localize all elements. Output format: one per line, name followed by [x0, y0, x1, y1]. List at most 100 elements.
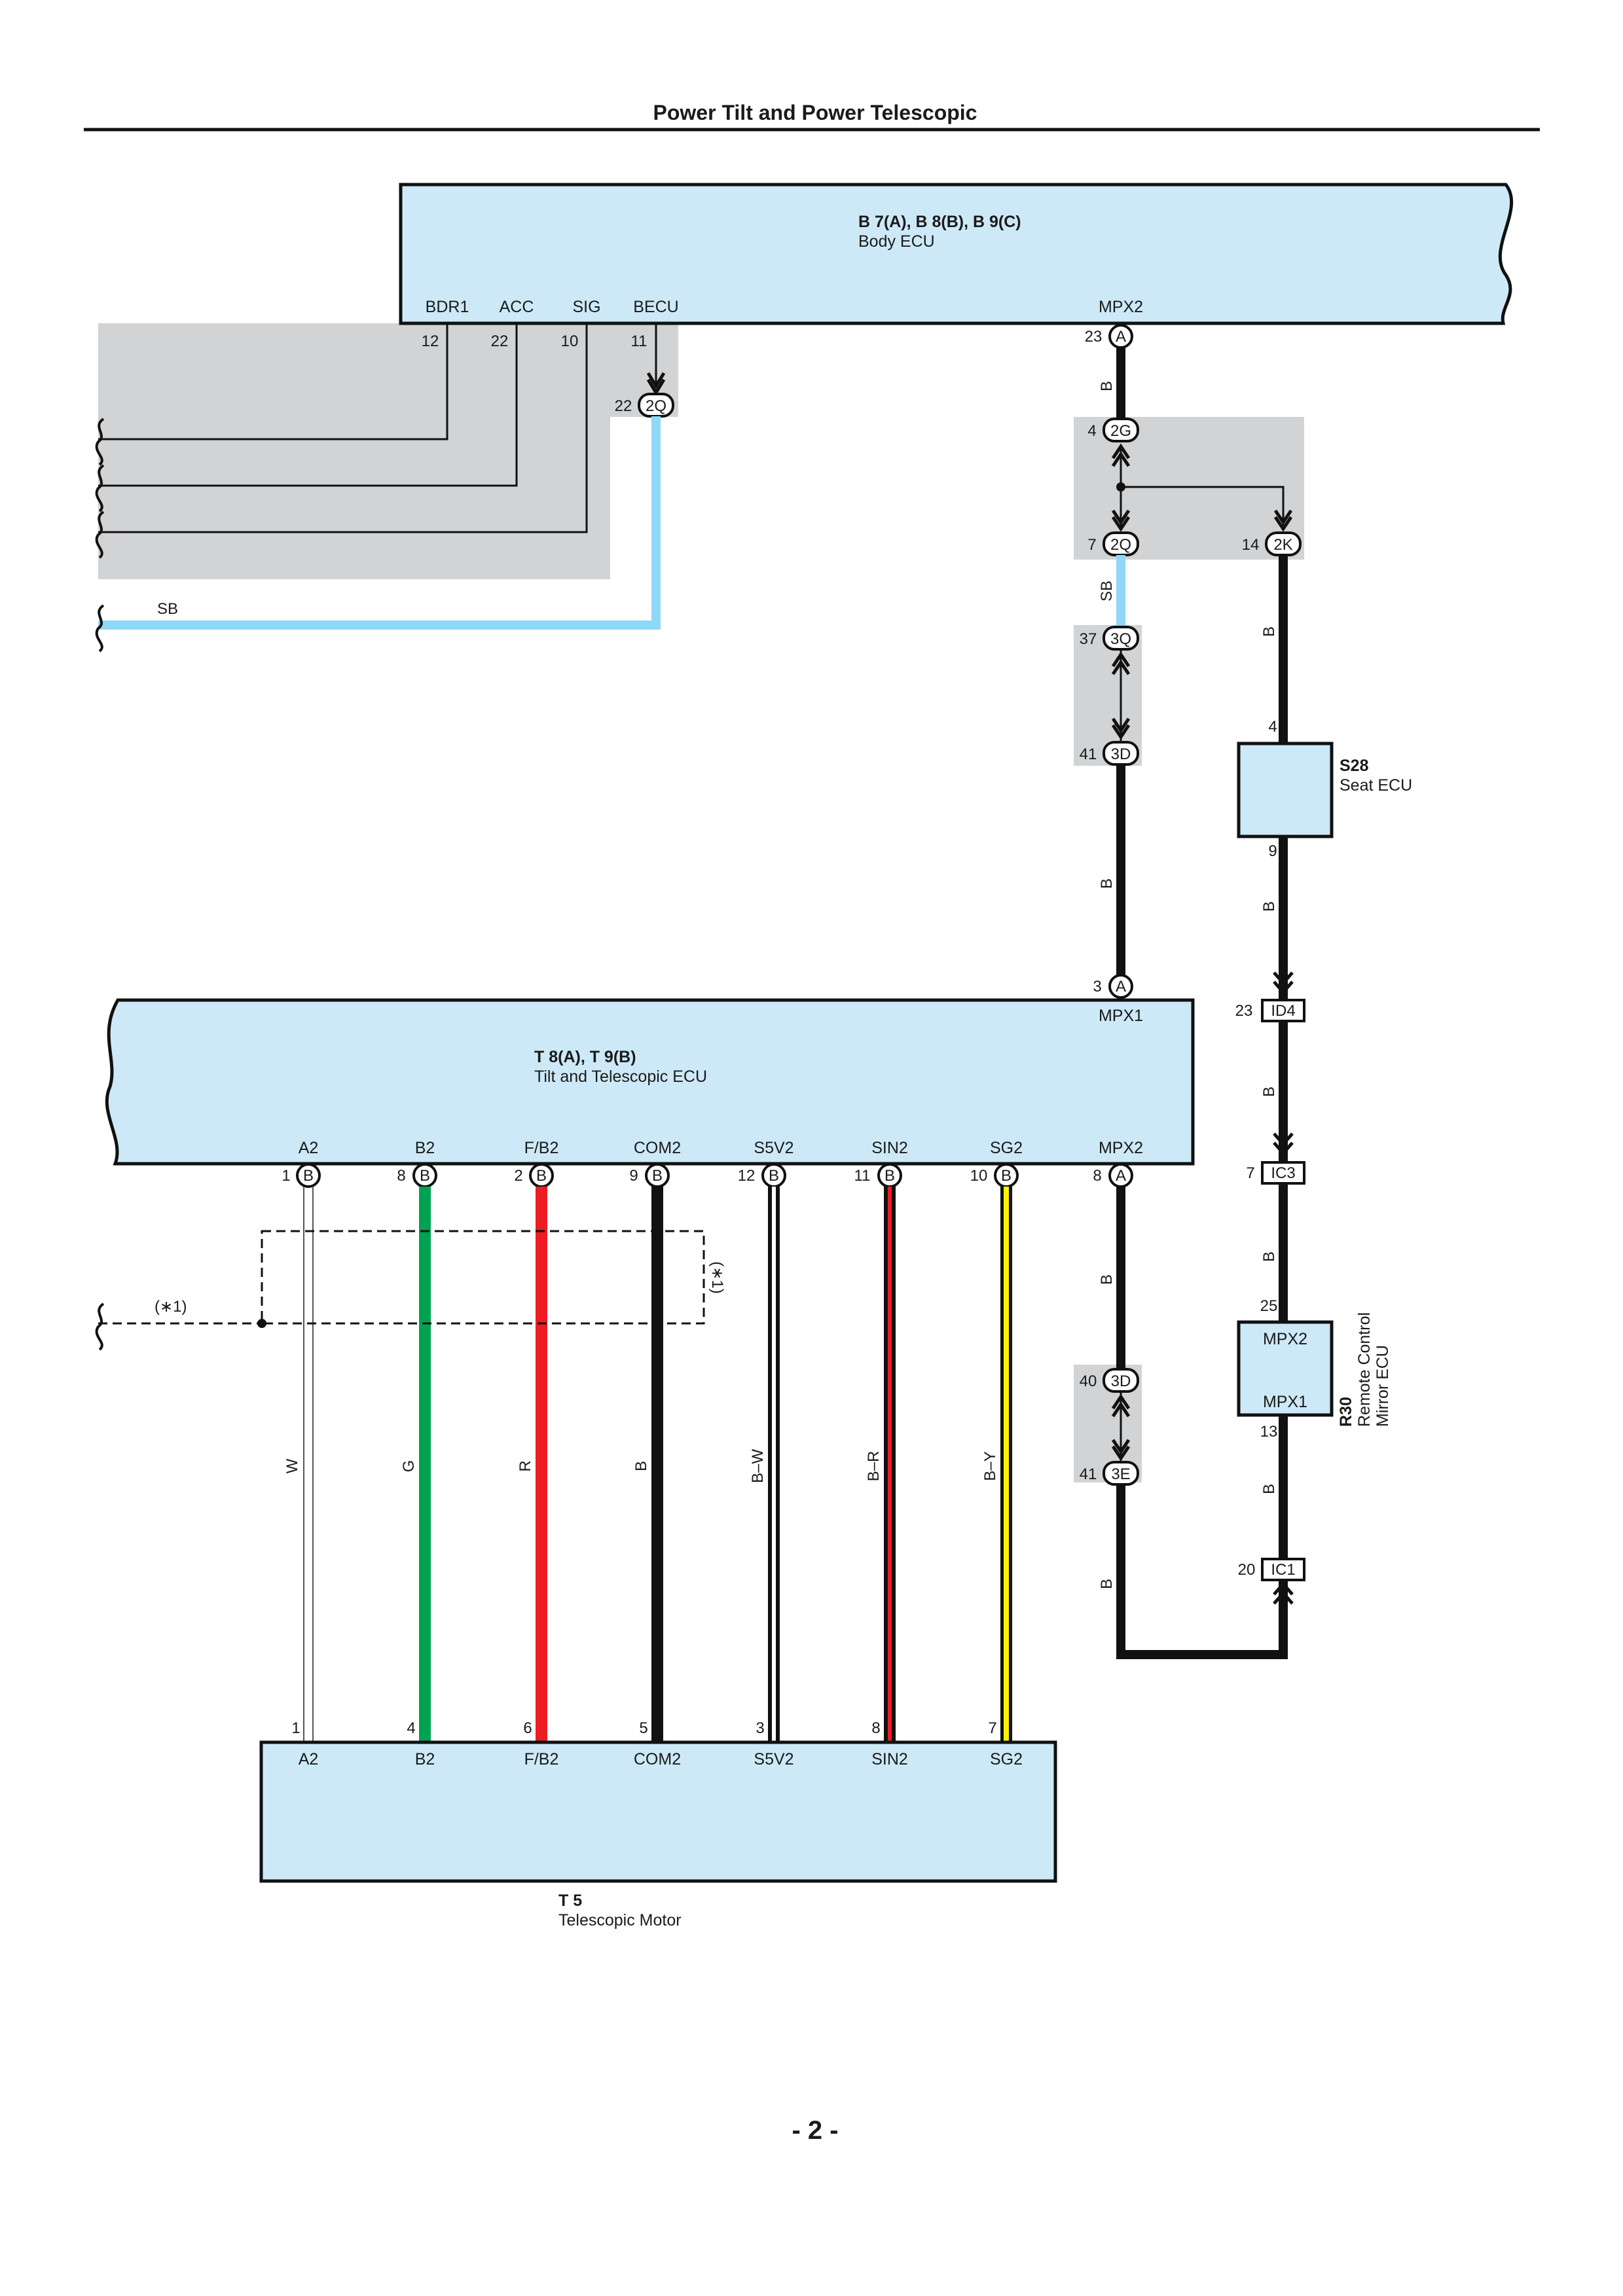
seat-ecu-pin-9: 9: [1268, 842, 1277, 860]
junction-2g: [1103, 418, 1139, 442]
wire-label-g: G: [400, 1460, 418, 1473]
wire-label-br: B–R: [865, 1451, 883, 1482]
motor-terminal-fb2: F/B2: [524, 1750, 559, 1768]
connector-tilt-mpx1-label: A: [1116, 978, 1126, 996]
body-ecu-terminal-mpx2: MPX2: [1099, 298, 1143, 316]
mirror-ecu-pin-25: 25: [1260, 1297, 1278, 1315]
connector-ic1-pin: 20: [1238, 1561, 1256, 1579]
connector-id4-arrow-icon: [1273, 971, 1294, 995]
tilt-pin-9: 9: [629, 1167, 638, 1185]
wire-label-by: B–Y: [981, 1451, 999, 1480]
connector-sg2-label: B: [1001, 1167, 1012, 1185]
motor-pin-4: 4: [407, 1719, 415, 1737]
junction-3d-top-label: 3D: [1111, 745, 1131, 763]
break-mark-bdr1: [95, 418, 105, 466]
junction-2q-becu-pin: 22: [615, 397, 632, 415]
connector-id4-label: ID4: [1271, 1002, 1295, 1020]
wire-label-b-8: B: [1098, 1274, 1116, 1285]
wire-label-b-3: B: [1260, 626, 1278, 637]
junction-3q-label: 3Q: [1110, 630, 1131, 648]
junction-3q-pin: 37: [1080, 630, 1097, 648]
junction-3d-bottom-label: 3D: [1111, 1372, 1131, 1390]
motor-pin-1: 1: [291, 1719, 300, 1737]
junction-block-left: [98, 323, 678, 579]
wire-label-b-com2: B: [632, 1461, 650, 1471]
connector-com2-label: B: [652, 1167, 663, 1185]
junction-2k-arrow-icon: [1273, 509, 1293, 532]
connector-sin2-label: B: [884, 1167, 895, 1185]
tilt-pin-2: 2: [514, 1167, 522, 1185]
connector-ic1-label: IC1: [1271, 1561, 1295, 1579]
shield-note-left: (∗1): [155, 1298, 187, 1316]
mirror-ecu-name-line1: Remote Control: [1355, 1312, 1374, 1427]
mirror-ecu-mpx1: MPX1: [1263, 1393, 1307, 1411]
junction-2g-pin: 4: [1087, 422, 1096, 440]
wire-label-r: R: [517, 1460, 534, 1471]
tilt-ecu-name: Tilt and Telescopic ECU: [534, 1067, 707, 1086]
body-ecu-terminal-becu: BECU: [633, 298, 678, 316]
tilt-ecu-terminal-com2: COM2: [634, 1139, 681, 1157]
motor-pin-3: 3: [756, 1719, 764, 1737]
junction-2q-becu-label: 2Q: [646, 397, 666, 415]
body-ecu-pin-10: 10: [561, 332, 579, 350]
page-title: Power Tilt and Power Telescopic: [653, 101, 977, 124]
connector-tilt-mpx1: [1108, 974, 1133, 999]
seat-ecu-box: [1237, 742, 1334, 838]
body-ecu-box: [399, 183, 1514, 325]
junction-3e: [1103, 1461, 1139, 1486]
connector-ic3-pin: 7: [1246, 1164, 1254, 1182]
mirror-ecu-mpx2: MPX2: [1263, 1330, 1307, 1348]
mirror-ecu-code: R30: [1337, 1397, 1355, 1427]
wire-acc: [98, 323, 518, 487]
break-mark-sb: [95, 604, 105, 653]
mirror-ecu-name-line2: Mirror ECU: [1374, 1345, 1392, 1427]
tilt-ecu-terminal-mpx2: MPX2: [1099, 1139, 1143, 1157]
body-ecu-terminal-sig: SIG: [572, 298, 600, 316]
wire-sig: [98, 323, 588, 533]
seat-ecu-name: Seat ECU: [1340, 776, 1412, 795]
junction-3e-label: 3E: [1111, 1465, 1130, 1483]
tilt-ecu-terminal-a2: A2: [299, 1139, 319, 1157]
wire-sb-becu: [98, 416, 661, 630]
motor-pin-5: 5: [639, 1719, 647, 1737]
body-ecu-code: B 7(A), B 8(B), B 9(C): [858, 213, 1021, 231]
motor-code: T 5: [558, 1892, 582, 1910]
connector-fb2-label: B: [536, 1167, 547, 1185]
telescopic-motor-box: [259, 1740, 1057, 1883]
wire-2g-to-2k: [1121, 486, 1285, 530]
tilt-ecu-terminal-fb2: F/B2: [524, 1139, 559, 1157]
tilt-pin-11: 11: [854, 1167, 871, 1185]
connector-a2-label: B: [303, 1167, 314, 1185]
body-ecu-name: Body ECU: [858, 232, 935, 251]
wire-label-b-5: B: [1260, 1086, 1278, 1097]
break-mark-shield: [95, 1302, 105, 1351]
tilt-ecu-connectors: [296, 1163, 1133, 1188]
connector-b2-label: B: [420, 1167, 430, 1185]
page-number: - 2 -: [792, 2116, 838, 2145]
wire-label-bw: B–W: [749, 1449, 767, 1483]
tilt-ecu-mpx1-terminal: MPX1: [1099, 1007, 1143, 1025]
connector-ic3-label: IC3: [1271, 1164, 1295, 1182]
junction-3e-pin: 41: [1080, 1465, 1097, 1483]
shield-dashed-box: [261, 1230, 705, 1325]
tilt-pin-10: 10: [970, 1167, 988, 1185]
wire-label-b-2: B: [1098, 878, 1116, 889]
wire-label-b-1: B: [1098, 381, 1116, 391]
tilt-ecu-terminal-s5v2: S5V2: [754, 1139, 793, 1157]
seat-ecu-pin-4: 4: [1268, 718, 1277, 736]
body-ecu-pin-22: 22: [491, 332, 509, 350]
connector-ic3-arrow-icon: [1273, 1132, 1294, 1156]
body-ecu-terminal-bdr1: BDR1: [426, 298, 469, 316]
connector-id4: [1261, 999, 1305, 1022]
motor-terminal-sin2: SIN2: [871, 1750, 908, 1768]
tilt-pin-12: 12: [738, 1167, 756, 1185]
tilt-ecu-pin-3: 3: [1093, 978, 1101, 996]
junction-3e-arrow-icon: [1111, 1439, 1131, 1462]
wire-bdr1: [98, 323, 448, 440]
tilt-ecu-code: T 8(A), T 9(B): [534, 1048, 636, 1066]
motor-terminal-s5v2: S5V2: [754, 1750, 793, 1768]
motor-pin-8: 8: [871, 1719, 880, 1737]
junction-3d-bottom-arrow-icon: [1111, 1393, 1131, 1418]
body-ecu-pin-23: 23: [1085, 328, 1103, 346]
